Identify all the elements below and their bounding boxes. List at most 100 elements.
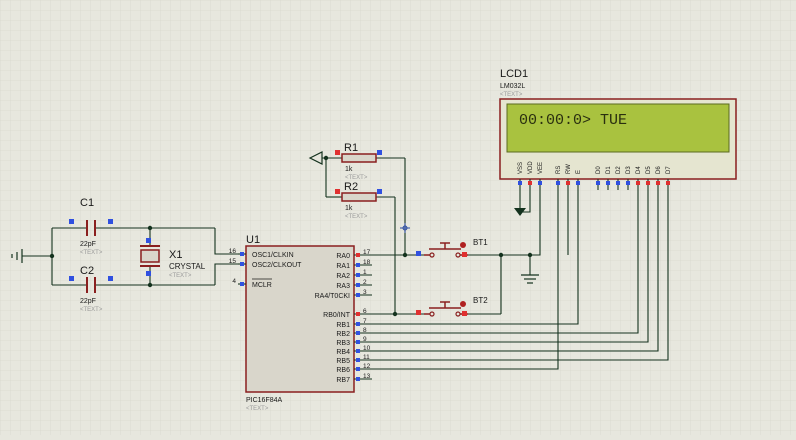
ground-left [11,249,23,263]
x1-value: CRYSTAL [169,262,206,271]
crystal-x1[interactable]: X1 CRYSTAL <TEXT> [140,238,206,279]
u1-pin-name: RB2 [336,331,350,338]
lcd-model: LM032L [500,83,525,90]
u1-pin-number: 6 [363,308,367,315]
pin-marker [108,219,113,224]
pin-marker [656,181,660,185]
c2-text-tag: <TEXT> [80,307,103,313]
u1-pin-name: RB5 [336,358,350,365]
pin-marker [356,349,360,353]
u1-pin-name: RB4 [336,349,350,356]
u1-ref: U1 [246,234,260,246]
pin-marker [146,271,151,276]
u1-pin-number: 12 [363,363,371,370]
pin-marker [576,181,580,185]
u1-pin-name: RA4/T0CKI [315,293,350,300]
u1-pin-number: 17 [363,249,371,256]
pin-marker [146,238,151,243]
u1-pin-name: RB1 [336,322,350,329]
u1-pin-name: RB6 [336,367,350,374]
pin-marker [462,252,467,257]
pin-marker [356,312,360,316]
lcd-screen [506,103,730,153]
u1-pin-number: 4 [232,278,236,285]
pin-marker [666,181,670,185]
lcd-pin-label: VEE [538,162,544,174]
pin-marker [416,310,421,315]
lcd-text-tag: <TEXT> [500,92,523,98]
pin-marker [356,263,360,267]
button-bt1[interactable]: BT1 [416,238,488,258]
u1-pin-number: 18 [363,259,371,266]
u1-pin-name: RB7 [336,377,350,384]
mcu-u1[interactable]: U1 PIC16F84A <TEXT> 16OSC1/CLKIN15OSC2/C… [229,234,372,412]
u1-pin-number: 9 [363,336,367,343]
pin-marker [377,150,382,155]
pin-marker [335,189,340,194]
pin-marker [616,181,620,185]
pin-marker [356,340,360,344]
lcd-pin-label: VDD [528,161,534,174]
power-arrow [308,151,323,165]
r1-text-tag: <TEXT> [345,175,368,181]
u1-right-pins: 17RA018RA11RA22RA33RA4/T0CKI6RB0/INT7RB1… [315,249,372,384]
capacitor-c1[interactable]: C1 22pF <TEXT> [69,197,113,256]
r1-ref: R1 [344,142,358,154]
resistor-r1[interactable]: R1 1k <TEXT> [335,142,382,181]
u1-pin-number: 8 [363,327,367,334]
u1-pin-name: MCLR [252,282,272,289]
pin-marker [462,311,467,316]
pin-marker [108,276,113,281]
button-indicator-icon [460,301,466,307]
pin-marker [356,283,360,287]
lcd-pin-label: RS [556,166,562,174]
u1-pin-number: 3 [363,289,367,296]
capacitor-c2[interactable]: C2 22pF <TEXT> [69,265,113,313]
pin-marker [356,293,360,297]
pin-marker [596,181,600,185]
pin-marker [356,253,360,257]
lcd-pin-label: D0 [596,166,602,174]
pin-marker [606,181,610,185]
r2-ref: R2 [344,181,358,193]
pin-marker [356,322,360,326]
pin-marker [528,181,532,185]
lcd-pin-label: D2 [616,166,622,174]
pin-marker [377,189,382,194]
mcu-body [245,245,355,393]
x1-text-tag: <TEXT> [169,273,192,279]
pin-marker [240,282,244,286]
c2-ref: C2 [80,265,94,277]
pin-marker [356,358,360,362]
wires [22,157,669,370]
c1-value: 22pF [80,241,96,248]
pin-marker [356,273,360,277]
pin-marker [69,276,74,281]
lcd-pin-label: D3 [626,166,632,174]
u1-pin-name: RA0 [336,253,350,260]
u1-pin-name: RA1 [336,263,350,270]
bt2-ref: BT2 [473,296,488,305]
r2-text-tag: <TEXT> [345,214,368,220]
u1-pin-number: 7 [363,318,367,325]
lcd-pin-label: VSS [518,162,524,174]
r1-value: 1k [345,166,353,173]
button-bt2[interactable]: BT2 [416,296,488,317]
junction-dots [49,155,533,317]
pin-marker [240,262,244,266]
r2-value: 1k [345,205,353,212]
ground-lcd [514,208,526,216]
u1-pin-number: 10 [363,345,371,352]
c1-text-tag: <TEXT> [80,250,103,256]
pin-marker [356,377,360,381]
lcd-pin-label: E [576,170,582,174]
c2-value: 22pF [80,298,96,305]
u1-part: PIC16F84A [246,397,283,404]
resistor-r2[interactable]: R2 1k <TEXT> [335,181,382,220]
u1-pin-name: OSC1/CLKIN [252,252,294,259]
pin-marker [240,252,244,256]
